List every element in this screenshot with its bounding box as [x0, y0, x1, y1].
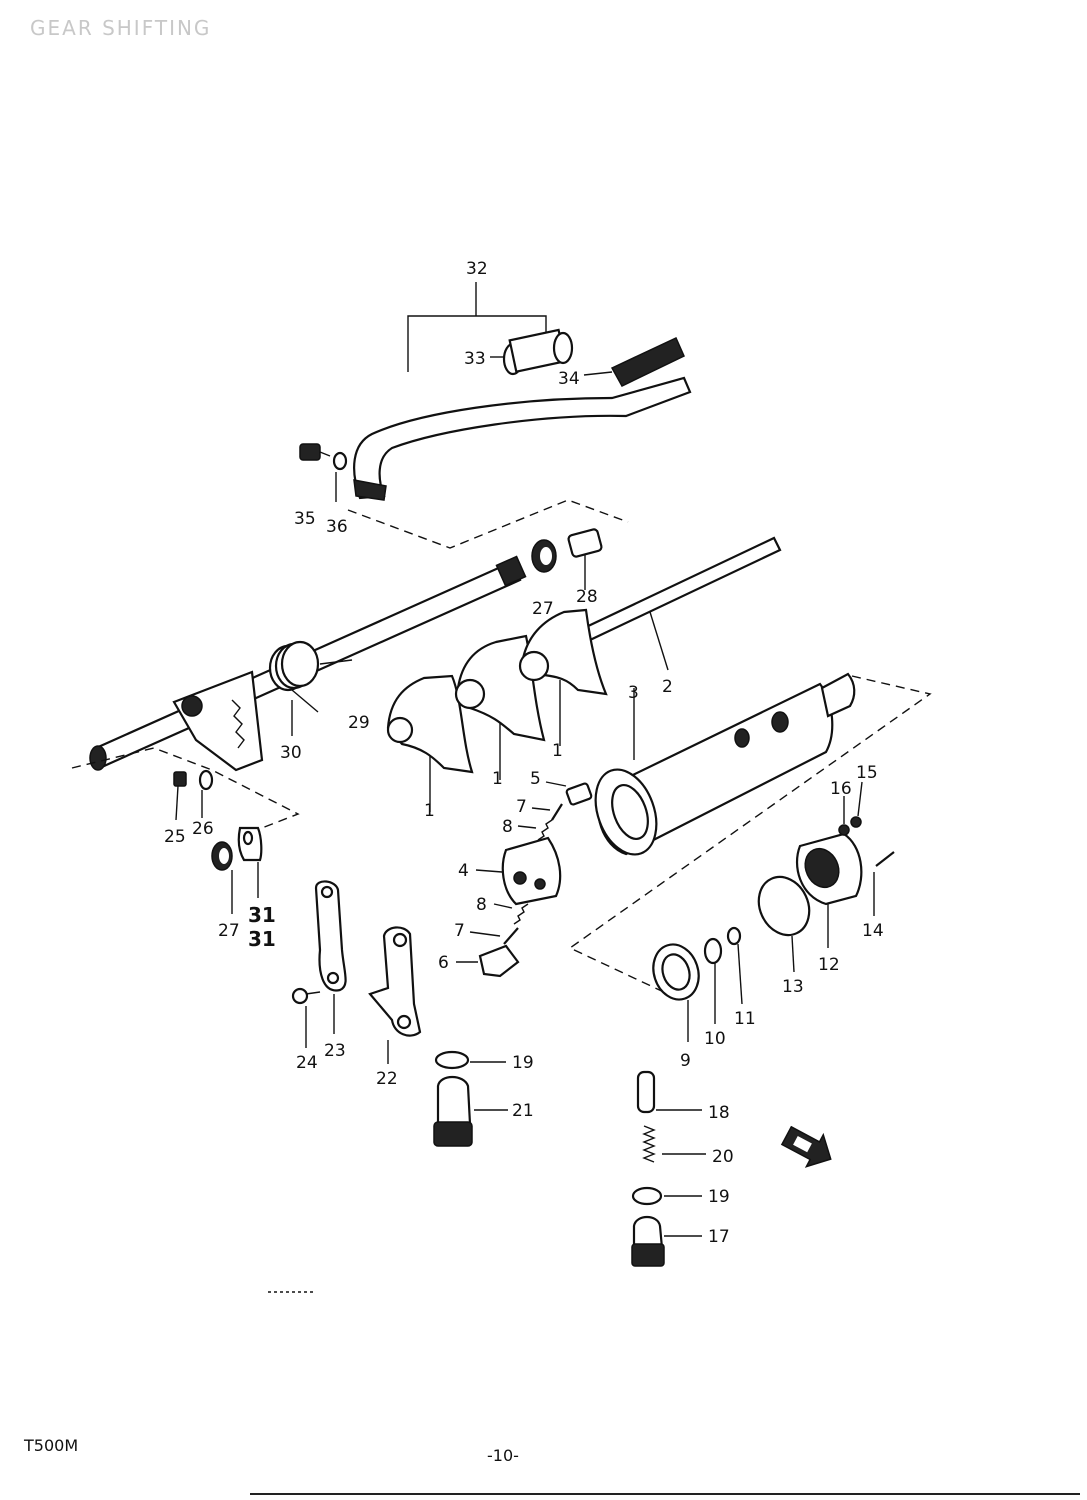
callout-30: 30: [280, 743, 302, 763]
part-8-spring-upper: [517, 819, 553, 841]
callout-31-b: 31: [248, 927, 276, 951]
model-code: T500M: [24, 1436, 79, 1455]
callout-27-upper: 27: [532, 599, 554, 619]
part-36-washer: [332, 451, 348, 502]
callout-19-upper: 19: [512, 1053, 534, 1073]
callout-10: 10: [704, 1029, 726, 1049]
callout-4: 4: [458, 861, 469, 881]
callout-11: 11: [734, 1009, 756, 1029]
callout-17: 17: [708, 1227, 730, 1247]
part-33-rubber: [490, 328, 574, 376]
shift-lever: [353, 376, 692, 501]
callout-25: 25: [164, 827, 186, 847]
part-19-gasket-lower: [631, 1186, 702, 1206]
part-15-screw: [850, 781, 863, 828]
callout-15: 15: [856, 763, 878, 783]
part-31-plate: [237, 826, 263, 898]
callout-12: 12: [818, 955, 840, 975]
part-11-clip: [726, 926, 743, 1005]
callout-21: 21: [512, 1101, 534, 1121]
part-2-fork-shaft: [582, 536, 782, 671]
part-4-cam-guide: [475, 836, 562, 906]
part-22-arm: [368, 926, 422, 1064]
part-1-shift-fork-a: [386, 674, 474, 812]
part-19-gasket-upper: [434, 1050, 506, 1070]
callout-14: 14: [862, 921, 884, 941]
callout-36: 36: [326, 517, 348, 537]
callout-28: 28: [576, 587, 598, 607]
front-arrow-icon: [780, 1125, 832, 1168]
callout-8-upper: 8: [502, 817, 513, 837]
part-24-screw: [291, 987, 321, 1048]
part-9-oil-seal: [652, 943, 700, 1042]
callout-13: 13: [782, 977, 804, 997]
callout-2: 2: [662, 677, 673, 697]
page-number: -10-: [487, 1446, 519, 1465]
callout-29: 29: [348, 713, 370, 733]
part-17-plug: [631, 1215, 702, 1267]
part-25-bolt: [173, 771, 187, 821]
part-35-bolt: [299, 443, 331, 461]
callout-19-lower: 19: [708, 1187, 730, 1207]
part-3-shift-cam: [594, 672, 856, 856]
part-12-cam-stopper-plate: [795, 832, 863, 948]
part-7-pin-upper: [531, 803, 563, 821]
part-20-spring: [642, 1125, 706, 1163]
part-7-pin-lower: [469, 927, 519, 945]
part-1-shift-fork-c: [518, 608, 608, 746]
part-8-spring-lower: [493, 903, 529, 925]
part-34-grip: [583, 336, 685, 387]
part-10-washer: [703, 937, 723, 1024]
callout-1-a: 1: [424, 801, 435, 821]
callout-3: 3: [628, 683, 639, 703]
callout-9: 9: [680, 1051, 691, 1071]
part-13-o-ring: [757, 875, 811, 973]
bottom-rule: [250, 1493, 1080, 1495]
callout-20: 20: [712, 1147, 734, 1167]
part-21-plug-bolt: [433, 1075, 508, 1147]
callout-31-a: 31: [248, 903, 276, 927]
part-6-pawl: [456, 944, 520, 978]
callout-1-b: 1: [492, 769, 503, 789]
callout-16: 16: [830, 779, 852, 799]
part-18-plunger: [636, 1070, 702, 1114]
part-14-bolt: [873, 851, 895, 916]
callout-6: 6: [438, 953, 449, 973]
callout-35: 35: [294, 509, 316, 529]
callout-22: 22: [376, 1069, 398, 1089]
callout-5: 5: [530, 769, 541, 789]
callout-23: 23: [324, 1041, 346, 1061]
part-5-cam-pin: [545, 781, 593, 806]
callout-18: 18: [708, 1103, 730, 1123]
callout-32: 32: [466, 259, 488, 279]
callout-26: 26: [192, 819, 214, 839]
callout-27-lower: 27: [218, 921, 240, 941]
callout-24: 24: [296, 1053, 318, 1073]
part-28-bush: [567, 528, 603, 590]
callout-7-upper: 7: [516, 797, 527, 817]
part-27-circlip-lower: [211, 841, 233, 914]
part-30-return-spring: [268, 640, 320, 736]
page-title: GEAR SHIFTING: [30, 16, 212, 40]
part-27-circlip-upper: [531, 539, 557, 573]
callout-8-lower: 8: [476, 895, 487, 915]
callout-34: 34: [558, 369, 580, 389]
callout-7-lower: 7: [454, 921, 465, 941]
callout-33: 33: [464, 349, 486, 369]
part-16-screw: [838, 796, 850, 836]
callout-1-c: 1: [552, 741, 563, 761]
part-23-link-plate: [314, 880, 347, 1034]
group-32-bracket: [407, 282, 547, 372]
part-26-washer: [198, 769, 214, 818]
